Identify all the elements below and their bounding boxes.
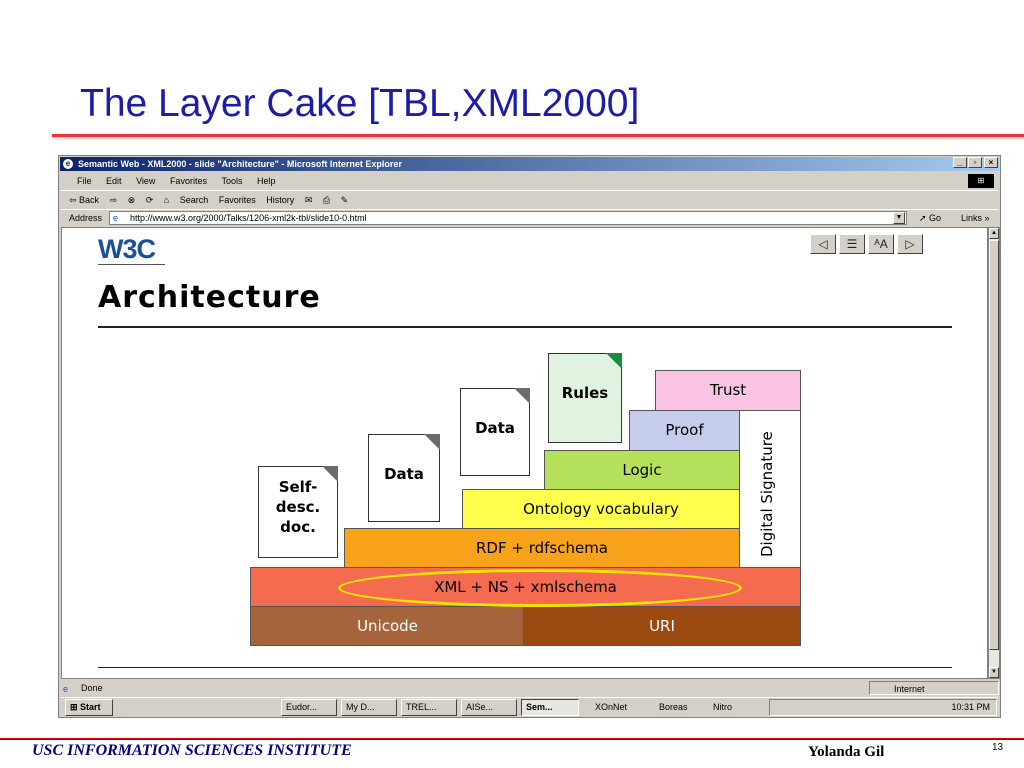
close-icon[interactable]: ×	[984, 157, 998, 168]
browser-window: e Semantic Web - XML2000 - slide "Archit…	[58, 155, 1001, 718]
forward-button[interactable]: ⇨	[109, 195, 118, 205]
start-label: Start	[80, 702, 101, 712]
mail-button[interactable]: ✉	[304, 195, 313, 205]
page-number: 13	[992, 742, 1004, 753]
links-button[interactable]: Links »	[961, 213, 990, 223]
refresh-button[interactable]: ⟳	[145, 195, 154, 205]
address-label: Address	[69, 213, 103, 223]
stop-button[interactable]: ⊗	[127, 195, 136, 205]
menu-tools[interactable]: Tools	[221, 176, 243, 186]
address-url: http://www.w3.org/2000/Talks/1206-xml2k-…	[130, 213, 367, 223]
digital-signature-label: Digital Signature	[758, 431, 776, 557]
go-button[interactable]: ➚ Go	[919, 213, 942, 223]
history-button[interactable]: History	[266, 195, 295, 205]
address-input[interactable]: e http://www.w3.org/2000/Talks/1206-xml2…	[109, 211, 907, 225]
doc-fold-icon	[606, 353, 622, 369]
taskbar: ⊞ Start Eudor... My D... TREL... AISe...…	[61, 697, 998, 717]
scroll-up-icon[interactable]: ▲	[989, 228, 999, 239]
security-zone: Internet	[869, 681, 999, 695]
menu-help[interactable]: Help	[257, 176, 276, 186]
windows-logo-icon: ⊞	[968, 174, 994, 188]
trust-layer: Trust	[655, 370, 801, 411]
quicklaunch-nitro[interactable]: Nitro	[713, 702, 733, 712]
menu-file[interactable]: File	[77, 176, 92, 186]
heading-rule	[98, 326, 952, 328]
status-text: Done	[81, 683, 103, 693]
minimize-icon[interactable]: _	[953, 157, 967, 168]
rules-doc: Rules	[548, 353, 622, 443]
edit-button[interactable]: ✎	[340, 195, 349, 205]
search-button[interactable]: Search	[179, 195, 209, 205]
doc-fold-icon	[514, 388, 530, 404]
vertical-scrollbar[interactable]: ▲ ▼	[988, 227, 1000, 679]
quicklaunch-boreas[interactable]: Boreas	[659, 702, 688, 712]
data-doc-1-label: Data	[384, 465, 424, 483]
address-bar: Address e http://www.w3.org/2000/Talks/1…	[61, 209, 998, 225]
footer-author: Yolanda Gil	[808, 744, 885, 760]
footer-divider	[0, 738, 1024, 740]
menu-favorites[interactable]: Favorites	[169, 176, 207, 186]
footer-rule	[98, 667, 952, 668]
prev-slide-button[interactable]: ◁	[810, 234, 836, 254]
zone-text: Internet	[894, 684, 925, 694]
footer-institute: USC INFORMATION SCIENCES INSTITUTE	[32, 742, 352, 759]
task-semantic-web[interactable]: Sem...	[521, 699, 579, 716]
self-desc-doc: Self- desc. doc.	[258, 466, 338, 558]
data-doc-2: Data	[460, 388, 530, 476]
data-doc-1: Data	[368, 434, 440, 522]
menu-bar: File Edit View Favorites Tools Help ⊞	[61, 173, 998, 189]
scroll-thumb[interactable]	[989, 240, 999, 650]
doc-fold-icon	[424, 434, 440, 450]
quicklaunch-xonnet[interactable]: XOnNet	[595, 702, 628, 712]
task-trel[interactable]: TREL...	[401, 699, 457, 716]
digital-signature-layer: Digital Signature	[739, 410, 801, 568]
self-desc-line3: doc.	[280, 518, 316, 536]
rules-doc-label: Rules	[561, 384, 609, 402]
logic-layer: Logic	[544, 450, 740, 490]
uri-layer: URI	[523, 606, 801, 646]
page-heading: Architecture	[98, 280, 321, 315]
go-label: Go	[929, 213, 942, 223]
data-doc-2-label: Data	[475, 419, 515, 437]
window-titlebar[interactable]: e Semantic Web - XML2000 - slide "Archit…	[60, 157, 999, 171]
slide-index-button[interactable]: ☰	[839, 234, 865, 254]
w3c-logo[interactable]: W3C	[98, 234, 156, 264]
doc-fold-icon	[322, 466, 338, 482]
next-slide-button[interactable]: ▷	[897, 234, 923, 254]
rdf-layer: RDF + rdfschema	[344, 528, 740, 568]
font-size-button[interactable]: ᴬA	[868, 234, 894, 254]
xml-highlight-ellipse	[338, 569, 742, 607]
page-icon: e	[113, 213, 119, 223]
title-underline	[52, 134, 1024, 141]
unicode-layer: Unicode	[250, 606, 525, 646]
self-desc-line1: Self-	[278, 478, 318, 496]
self-desc-line2: desc.	[275, 498, 321, 516]
back-button[interactable]: ⇦ Back	[69, 195, 100, 205]
standard-toolbar: ⇦ Back ⇨ ⊗ ⟳ ⌂ Search Favorites History …	[61, 190, 998, 208]
task-my-documents[interactable]: My D...	[341, 699, 397, 716]
clock[interactable]: 10:31 PM	[951, 702, 990, 712]
start-button[interactable]: ⊞ Start	[65, 699, 113, 716]
restore-icon[interactable]: ▫	[968, 157, 982, 168]
home-button[interactable]: ⌂	[163, 195, 170, 205]
proof-layer: Proof	[629, 410, 740, 451]
menu-edit[interactable]: Edit	[106, 176, 122, 186]
favorites-button[interactable]: Favorites	[218, 195, 256, 205]
print-button[interactable]: ⎙	[322, 195, 331, 205]
system-tray: 10:31 PM	[769, 699, 997, 716]
task-eudora[interactable]: Eudor...	[281, 699, 337, 716]
window-title: Semantic Web - XML2000 - slide "Architec…	[78, 159, 402, 169]
address-dropdown-icon[interactable]: ▼	[893, 212, 905, 224]
ie-icon: e	[63, 159, 73, 169]
page-viewport: W3C ◁ ☰ ᴬA ▷ Architecture Self- desc. do…	[61, 227, 988, 679]
task-aise[interactable]: AISe...	[461, 699, 517, 716]
ontology-layer: Ontology vocabulary	[462, 489, 740, 529]
status-bar: e Done Internet	[61, 681, 999, 695]
logo-underline	[98, 264, 165, 265]
slide-title: The Layer Cake [TBL,XML2000]	[80, 82, 640, 125]
menu-view[interactable]: View	[136, 176, 156, 186]
page-status-icon: e	[63, 684, 69, 694]
scroll-down-icon[interactable]: ▼	[989, 667, 999, 678]
